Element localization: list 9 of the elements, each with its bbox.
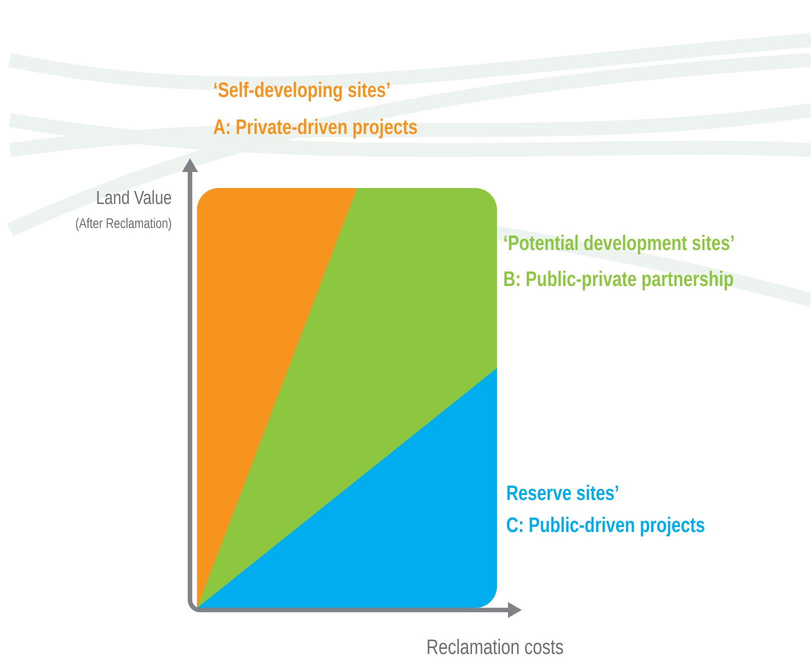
label-text: (After Reclamation) (76, 218, 172, 231)
label-text: Land Value (97, 190, 172, 204)
label-text: ‘Potential development sites’ (504, 234, 734, 254)
label-text: ‘Self-developing sites’ (214, 82, 390, 102)
label-text: A: Private-driven projects (214, 118, 417, 138)
label-text: B: Public-private partnership (504, 270, 734, 290)
label-text: Reserve sites’ (507, 484, 618, 500)
label-text: C: Public-driven projects (506, 516, 704, 536)
label-text: Reclamation costs (428, 638, 563, 654)
